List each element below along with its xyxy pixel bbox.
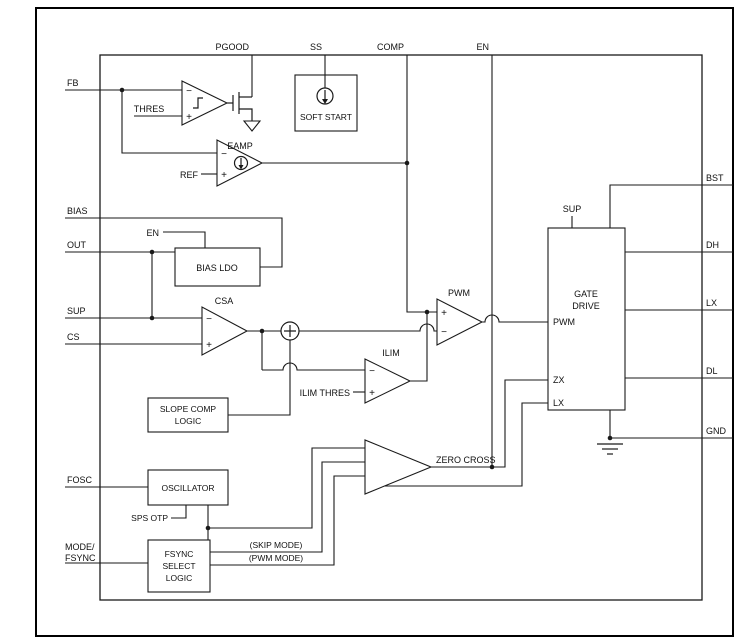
block-label-bias-ldo: BIAS LDO [196, 263, 238, 273]
gate-drive-block [547, 227, 626, 411]
block-label-slope-comp-1: SLOPE COMP [160, 404, 217, 414]
polarity-mark-pgood-minus: − [186, 86, 192, 97]
label-bias-ldo-en: EN [146, 228, 159, 238]
amp-label-pwm: PWM [448, 288, 470, 298]
pin-label-dl: DL [706, 366, 718, 376]
pin-label-fb: FB [67, 78, 79, 88]
port-label-gd-zx: ZX [553, 375, 565, 385]
block-label-fsync-2: SELECT [162, 561, 195, 571]
pgood-mosfet [227, 92, 253, 121]
polarity-mark-csa-minus: − [206, 314, 212, 325]
polarity-mark-ilim-minus: − [369, 366, 375, 377]
summing-junction [280, 321, 300, 341]
power-ground-symbol [597, 443, 623, 455]
soft-start-current-source [316, 87, 334, 105]
block-label-gate-drive-2: DRIVE [572, 301, 600, 311]
pin-label-bias: BIAS [67, 206, 88, 216]
pin-label-fsync: FSYNC [65, 553, 96, 563]
polarity-mark-ilim-plus: + [369, 388, 375, 399]
bias-ldo-block [174, 247, 261, 287]
pin-label-dh: DH [706, 240, 719, 250]
label-ilim-thres: ILIM THRES [300, 388, 350, 398]
polarity-mark-csa-plus: + [206, 340, 212, 351]
polarity-mark-eamp-minus: − [221, 149, 227, 160]
port-label-gd-lx: LX [553, 398, 564, 408]
port-label-gd-pwm: PWM [553, 317, 575, 327]
polarity-mark-pgood-plus: + [186, 112, 192, 123]
hysteresis-icon [193, 97, 203, 109]
pin-label-comp: COMP [377, 42, 404, 52]
ilim-comparator [364, 358, 412, 404]
outer-frame [35, 7, 734, 637]
label-ref: REF [180, 170, 199, 180]
soft-start-block [294, 74, 358, 132]
amp-label-ilim: ILIM [382, 348, 400, 358]
error-amplifier [216, 139, 264, 187]
amp-label-eamp: EAMP [227, 141, 253, 151]
block-label-fsync-1: FSYNC [165, 549, 194, 559]
pin-label-gnd: GND [706, 426, 727, 436]
block-label-oscillator: OSCILLATOR [161, 483, 214, 493]
pwm-comparator [436, 298, 484, 346]
pin-label-lx: LX [706, 298, 717, 308]
port-label-gd-sup: SUP [563, 204, 582, 214]
label-skip-mode: (SKIP MODE) [250, 540, 303, 550]
wiring [65, 55, 733, 566]
signal-ground-symbol [242, 120, 262, 132]
pin-label-cs: CS [67, 332, 80, 342]
eamp-output-current-source [233, 155, 249, 171]
zero-cross-comparator [364, 439, 433, 495]
pin-label-ss: SS [310, 42, 322, 52]
fsync-select-logic-block [147, 539, 211, 593]
block-label-fsync-3: LOGIC [166, 573, 192, 583]
block-label-soft-start: SOFT START [300, 112, 352, 122]
pin-label-out: OUT [67, 240, 87, 250]
polarity-mark-pwm-plus: + [441, 308, 447, 319]
pgood-comparator [181, 80, 229, 126]
pin-label-mode: MODE/ [65, 542, 95, 552]
current-sense-amplifier [201, 306, 249, 356]
pin-label-pgood: PGOOD [215, 42, 249, 52]
pin-label-fosc: FOSC [67, 475, 93, 485]
label-thres: THRES [134, 104, 165, 114]
pin-label-en: EN [476, 42, 489, 52]
pin-label-bst: BST [706, 173, 724, 183]
polarity-mark-eamp-plus: + [221, 170, 227, 181]
junction-dots [119, 87, 613, 531]
chip-boundary [99, 54, 703, 601]
pin-label-sup: SUP [67, 306, 86, 316]
amp-label-zero-cross: ZERO CROSS [436, 455, 496, 465]
slope-comp-logic-block [147, 397, 229, 433]
oscillator-block [147, 469, 229, 506]
polarity-mark-pwm-minus: − [441, 327, 447, 338]
block-label-slope-comp-2: LOGIC [175, 416, 201, 426]
label-sps-otp: SPS OTP [131, 513, 168, 523]
block-label-gate-drive-1: GATE [574, 289, 598, 299]
label-pwm-mode: (PWM MODE) [249, 553, 303, 563]
amp-label-csa: CSA [215, 296, 234, 306]
